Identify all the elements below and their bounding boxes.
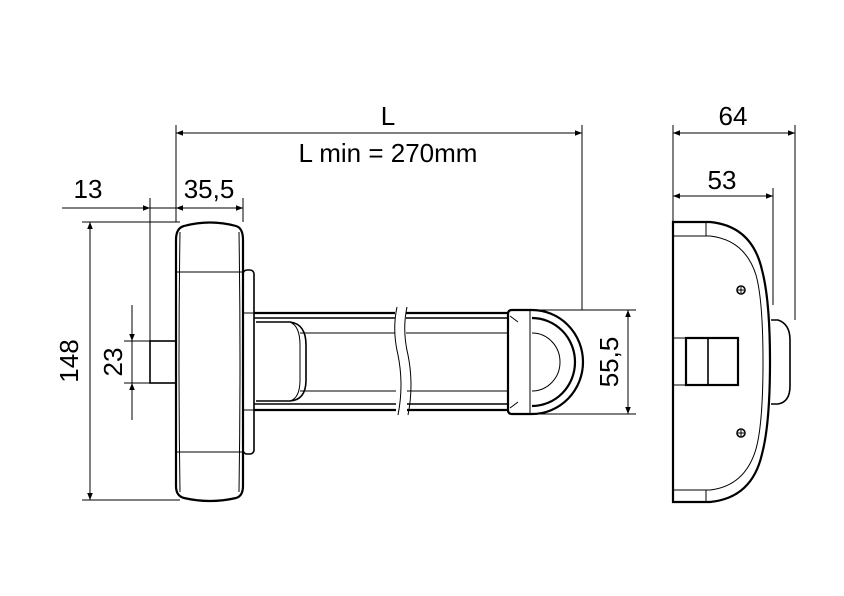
side-view: [671, 220, 791, 504]
dim-23: 23: [98, 348, 128, 377]
dim-35-5: 35,5: [184, 174, 235, 204]
dim-64: 64: [719, 101, 748, 131]
rose-flange: [242, 269, 255, 455]
dim-53: 53: [708, 165, 737, 195]
release-button: [771, 319, 791, 405]
dim-55-5: 55,5: [594, 337, 624, 388]
length-label: L: [381, 101, 395, 131]
break-line: [394, 306, 412, 416]
dimensions-front: L L min = 270mm 13 35,5 148 23 55,5: [54, 101, 636, 501]
screw-icon: [736, 428, 746, 438]
dimensions-side: 64 53: [672, 101, 796, 320]
length-min-label: L min = 270mm: [299, 138, 478, 168]
screw-icon: [736, 285, 746, 295]
spindle-stub: [149, 340, 177, 384]
spindle-tube: [254, 306, 509, 416]
dim-148: 148: [54, 339, 84, 382]
front-view: [149, 221, 585, 503]
end-cap: [506, 308, 585, 416]
spindle-socket: [684, 336, 740, 387]
knob: [174, 221, 245, 503]
dim-13: 13: [74, 174, 103, 204]
